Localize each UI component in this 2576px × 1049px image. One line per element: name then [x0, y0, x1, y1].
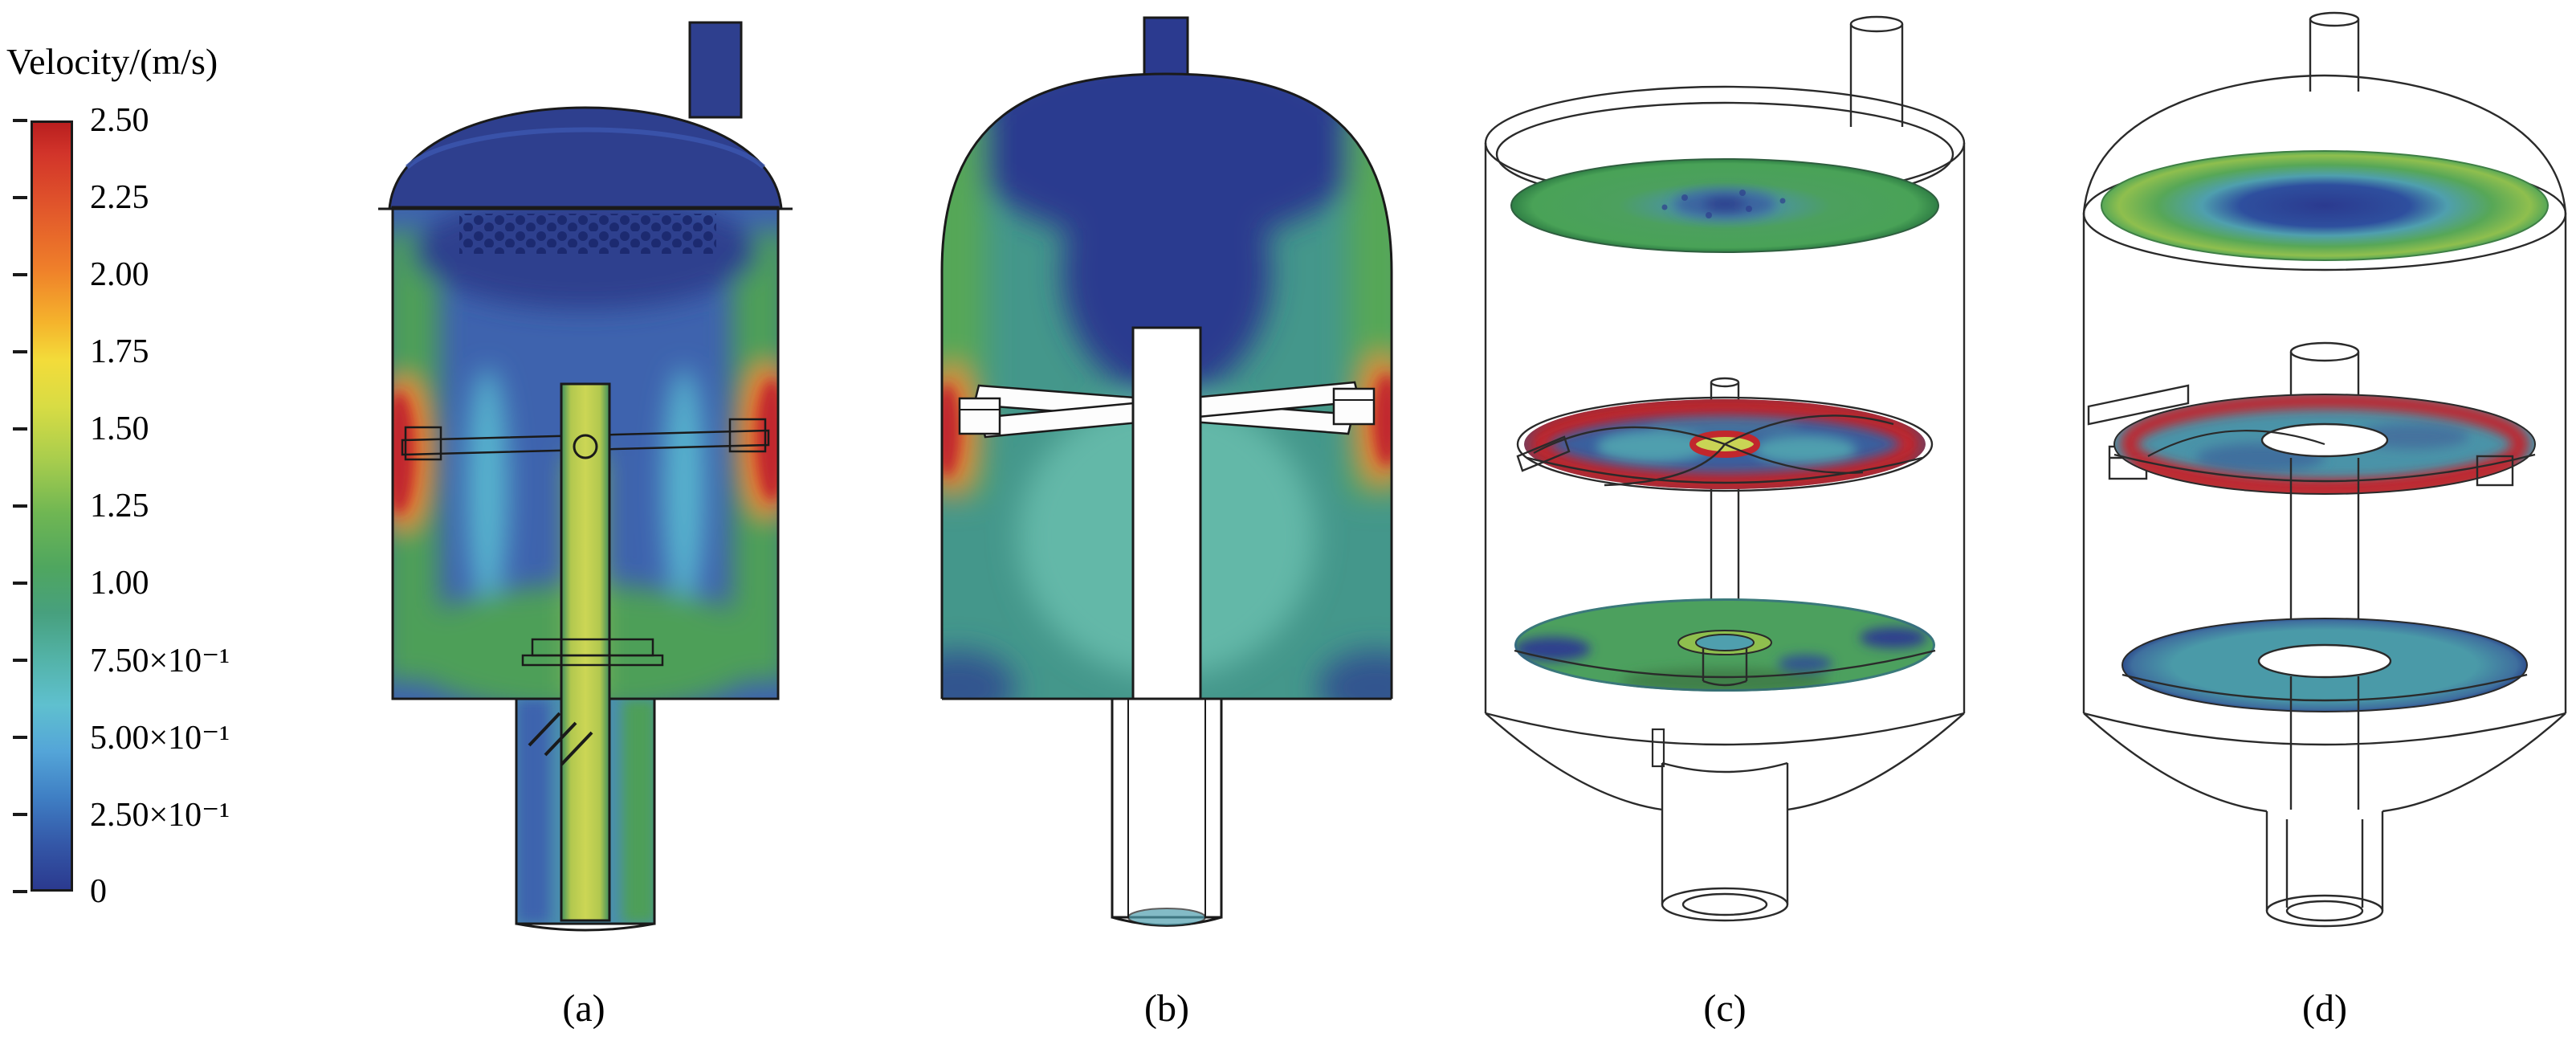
colorbar-tick-mark: [13, 890, 27, 893]
colorbar-tick-mark: [13, 659, 27, 662]
impeller-slice-c: [1516, 396, 1934, 492]
colorbar-tick-label: 7.50×10⁻¹: [90, 643, 230, 680]
panel-a-label: (a): [562, 987, 605, 1030]
perforated-plate-a: [459, 214, 716, 254]
inlet-nozzle-a: [688, 21, 743, 119]
panel-d-label: (d): [2302, 987, 2347, 1030]
bottom-slice-c: [1514, 598, 1936, 692]
colorbar-tick-mark: [13, 350, 27, 353]
shaft-a: [560, 382, 611, 922]
colorbar-title: Velocity/(m/s): [6, 41, 218, 82]
bottom-flange-a: [521, 638, 664, 667]
panel-a-contour: [378, 21, 793, 932]
colorbar-tick-mark: [13, 119, 27, 122]
colorbar-tick-label: 1.25: [90, 488, 149, 524]
top-slice-d: [2101, 150, 2549, 261]
colorbar-tick-mark: [13, 813, 27, 816]
draft-tube-wireframe-d: [2265, 811, 2384, 928]
panel-c-label: (c): [1703, 987, 1747, 1030]
inlet-pipe-c: [1849, 15, 1904, 33]
colorbar-tick-label: 2.50: [90, 102, 149, 139]
valve-hatch-a: [528, 712, 593, 766]
colorbar-tick-label: 1.50: [90, 410, 149, 447]
center-hole-bottom-d: [2257, 643, 2392, 679]
colorbar-tick-label: 2.50×10⁻¹: [90, 797, 230, 834]
top-slice-c: [1510, 158, 1939, 253]
colorbar-tick-label: 1.00: [90, 565, 149, 602]
colorbar-tick-label: 1.75: [90, 333, 149, 370]
panel-d-contour: [2082, 11, 2567, 928]
panel-c-contour: [1484, 15, 1966, 922]
inlet-pipe-d: [2309, 11, 2360, 27]
probe-c: [1651, 728, 1665, 768]
colorbar-tick-mark: [13, 427, 27, 431]
colorbar: [31, 120, 73, 892]
colorbar-tick-mark: [13, 504, 27, 508]
vessel-body-contour-a: [378, 206, 793, 700]
colorbar-tick-mark: [13, 582, 27, 585]
draft-tube-b: [1111, 697, 1223, 927]
hub-circle-a: [573, 434, 598, 459]
vessel-wireframe-d: [2082, 11, 2567, 813]
colorbar-tick-label: 0: [90, 873, 107, 910]
panel-b-contour: [940, 16, 1393, 927]
impeller-a: [401, 418, 770, 461]
lower-column-d: [2289, 676, 2360, 810]
bottom-slice-d: [2122, 618, 2528, 712]
center-hole-d: [2260, 422, 2389, 458]
vessel-wireframe-c: [1484, 15, 1966, 811]
panel-b-label: (b): [1144, 987, 1189, 1030]
colorbar-tick-label: 5.00×10⁻¹: [90, 720, 230, 757]
colorbar-tick-mark: [13, 736, 27, 739]
vessel-dome-a: [388, 106, 783, 210]
impeller-slice-d: [2113, 394, 2536, 495]
draft-tube-wireframe-c: [1661, 761, 1789, 922]
colorbar-tick-mark: [13, 196, 27, 199]
colorbar-tick-label: 2.25: [90, 179, 149, 216]
shaft-cutout-b: [1131, 326, 1202, 700]
colorbar-tick-label: 2.00: [90, 256, 149, 293]
colorbar-tick-mark: [13, 273, 27, 276]
